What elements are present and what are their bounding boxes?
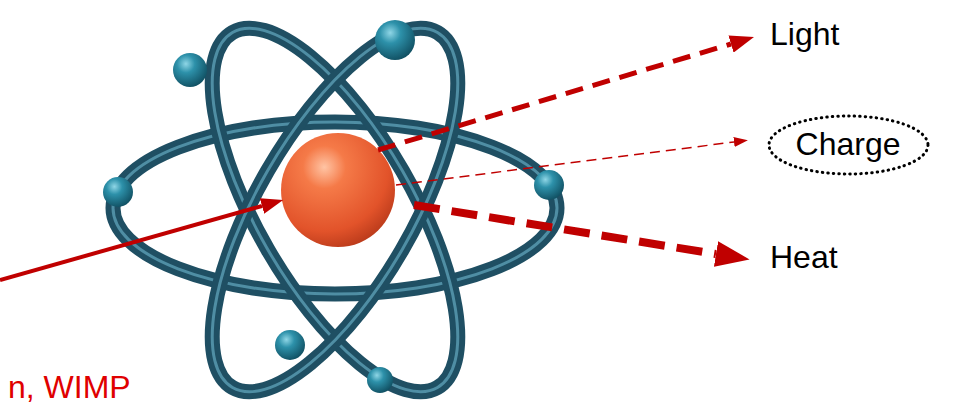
orbit-shine (165, 0, 505, 413)
output-label: Light (770, 17, 839, 52)
orbit (113, 122, 557, 294)
incoming-particle-arrow (0, 206, 262, 280)
orbit-shine (113, 122, 557, 294)
electrons (103, 20, 564, 393)
orbit-shine (165, 0, 505, 413)
light-arrow (378, 44, 731, 150)
electron (173, 53, 207, 87)
charge-arrow (396, 142, 734, 185)
orbit (165, 0, 505, 413)
electron (275, 330, 305, 360)
electron (367, 367, 393, 393)
dotted-ellipse: Charge (766, 113, 931, 177)
heat-arrow (414, 205, 716, 254)
orbit (165, 0, 505, 413)
electron (375, 20, 415, 60)
nucleus (281, 133, 395, 247)
particle-label: n, WIMP (8, 370, 131, 405)
electron (534, 170, 564, 200)
output-label: Heat (770, 240, 838, 275)
orbits (113, 0, 557, 413)
ellipse-outline (769, 116, 928, 174)
electron (103, 177, 133, 207)
node-text: Charge (796, 127, 901, 162)
